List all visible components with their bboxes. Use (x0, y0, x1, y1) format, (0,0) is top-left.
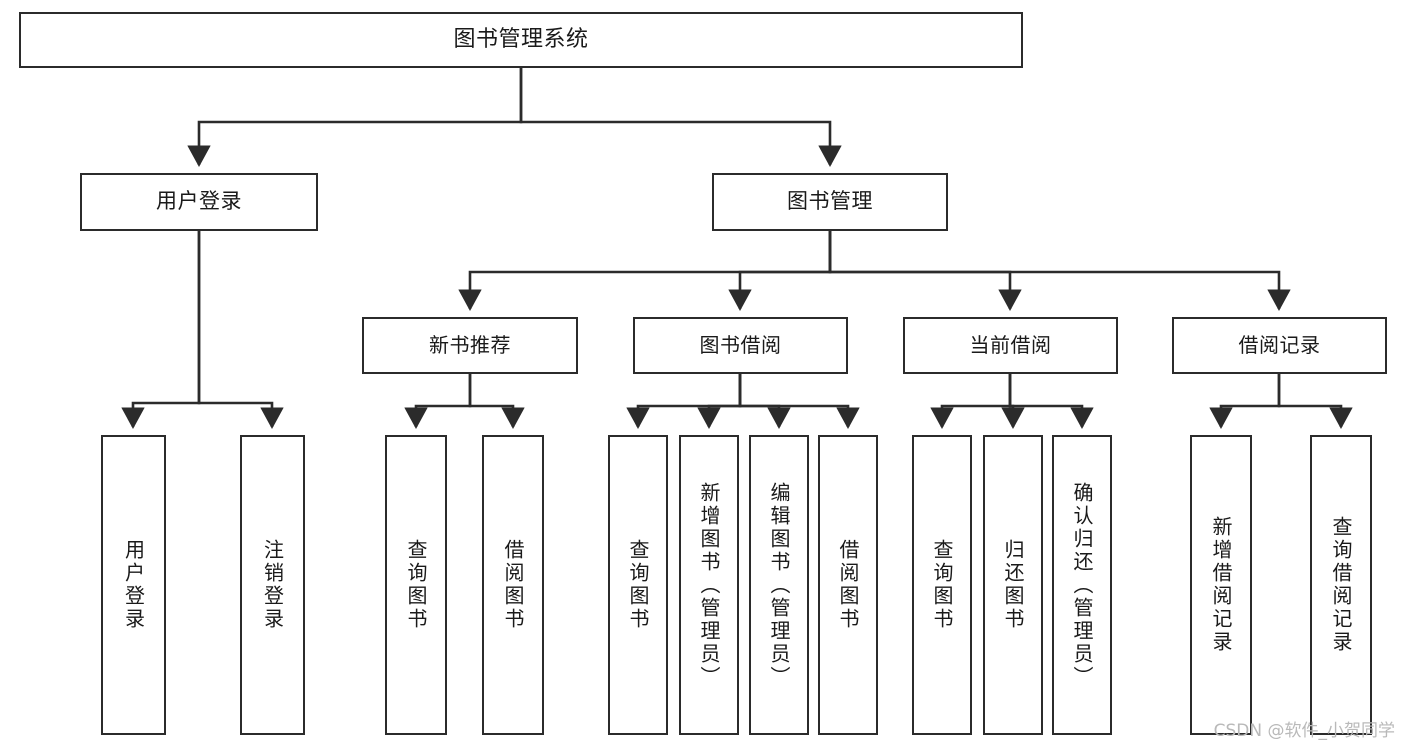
edge-cb-to-leaf-confirm-return (1008, 374, 1094, 429)
edge-nbr-to-leaf-borrow-book (468, 374, 525, 429)
node-root-system[interactable]: 图书管理系统 (19, 12, 1023, 68)
edge-root-to-user-login (187, 68, 523, 167)
edge-bm-to-new-book-recommend (458, 231, 832, 311)
node-leaf-add-book-admin-label: 新增图书（管理员） (697, 481, 721, 689)
node-leaf-query-book-recommend[interactable]: 查询图书 (385, 435, 447, 735)
node-book-borrow[interactable]: 图书借阅 (633, 317, 848, 374)
node-leaf-edit-book-admin[interactable]: 编辑图书（管理员） (749, 435, 809, 735)
edge-bb-to-leaf-add-book (697, 374, 742, 429)
node-leaf-add-borrow-record[interactable]: 新增借阅记录 (1190, 435, 1252, 735)
node-leaf-edit-book-admin-label: 编辑图书（管理员） (767, 481, 791, 689)
edge-bb-to-leaf-borrow-book (738, 374, 860, 429)
node-leaf-confirm-return-admin[interactable]: 确认归还（管理员） (1052, 435, 1112, 735)
node-user-login[interactable]: 用户登录 (80, 173, 318, 231)
edge-bm-to-current-borrow (828, 231, 1022, 311)
edge-ul-to-leaf-user-logout (197, 231, 284, 429)
node-leaf-query-borrow-record-label: 查询借阅记录 (1329, 516, 1353, 654)
node-leaf-user-logout[interactable]: 注销登录 (240, 435, 305, 735)
edge-bb-to-leaf-query-book (626, 374, 742, 429)
node-book-borrow-label: 图书借阅 (699, 333, 782, 358)
node-leaf-query-book-borrow[interactable]: 查询图书 (608, 435, 668, 735)
node-root-system-label: 图书管理系统 (453, 26, 589, 52)
node-leaf-borrow-book-label: 借阅图书 (836, 539, 860, 631)
edge-root-to-book-management (519, 68, 842, 167)
node-leaf-borrow-book[interactable]: 借阅图书 (818, 435, 878, 735)
node-leaf-user-login-label: 用户登录 (121, 539, 146, 631)
edge-nbr-to-leaf-query-book (404, 374, 472, 429)
node-book-management-label: 图书管理 (787, 189, 873, 214)
node-leaf-user-login[interactable]: 用户登录 (101, 435, 166, 735)
edge-bm-to-borrow-record (828, 231, 1291, 311)
node-leaf-return-book-label: 归还图书 (1001, 539, 1025, 631)
node-leaf-borrow-book-recommend[interactable]: 借阅图书 (482, 435, 544, 735)
csdn-watermark: CSDN @软件_小贺同学 (1213, 721, 1395, 741)
node-leaf-add-borrow-record-label: 新增借阅记录 (1209, 516, 1233, 654)
edge-bm-to-book-borrow (728, 231, 832, 311)
edge-bb-to-leaf-edit-book (738, 374, 791, 429)
node-leaf-query-book-current[interactable]: 查询图书 (912, 435, 972, 735)
node-new-book-recommend[interactable]: 新书推荐 (362, 317, 578, 374)
node-book-management[interactable]: 图书管理 (712, 173, 948, 231)
node-leaf-query-borrow-record[interactable]: 查询借阅记录 (1310, 435, 1372, 735)
node-leaf-user-logout-label: 注销登录 (260, 539, 285, 631)
node-new-book-recommend-label: 新书推荐 (429, 333, 511, 358)
edge-cb-to-leaf-query-book (930, 374, 1012, 429)
node-borrow-record[interactable]: 借阅记录 (1172, 317, 1387, 374)
node-leaf-borrow-book-recommend-label: 借阅图书 (501, 539, 525, 631)
node-leaf-query-book-recommend-label: 查询图书 (404, 539, 428, 631)
node-borrow-record-label: 借阅记录 (1238, 333, 1321, 358)
node-current-borrow-label: 当前借阅 (969, 333, 1052, 358)
edge-br-to-leaf-query-record (1277, 374, 1353, 429)
node-current-borrow[interactable]: 当前借阅 (903, 317, 1118, 374)
edge-ul-to-leaf-user-login (121, 231, 201, 429)
node-leaf-return-book[interactable]: 归还图书 (983, 435, 1043, 735)
node-leaf-query-book-current-label: 查询图书 (930, 539, 954, 631)
edge-br-to-leaf-add-record (1209, 374, 1281, 429)
node-leaf-query-book-borrow-label: 查询图书 (626, 539, 650, 631)
node-leaf-add-book-admin[interactable]: 新增图书（管理员） (679, 435, 739, 735)
node-user-login-label: 用户登录 (156, 189, 242, 214)
node-leaf-confirm-return-admin-label: 确认归还（管理员） (1070, 481, 1094, 689)
